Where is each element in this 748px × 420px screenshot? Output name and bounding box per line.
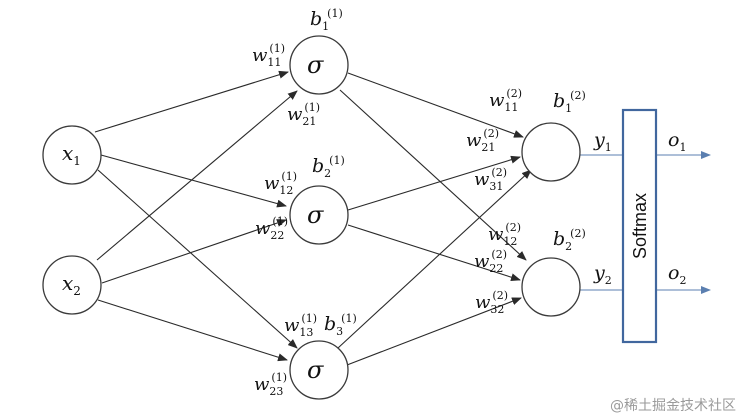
weight-w11-2: w11(2) <box>489 87 522 114</box>
edge-x2-h2 <box>101 219 287 284</box>
edge-h1-o2 <box>339 89 527 261</box>
edge-x1-h1 <box>94 70 289 133</box>
hidden-node-3: σ <box>289 340 349 400</box>
edge-x1-h2 <box>100 154 287 208</box>
label-o2: o2 <box>668 262 686 287</box>
edges-output <box>580 151 711 294</box>
bias-labels: b1(1) b2(1) b3(1) b1(2) b2(2) <box>310 7 586 338</box>
svg-text:x2: x2 <box>62 271 81 298</box>
weight-w11-1: w11(1) <box>252 42 285 69</box>
svg-text:x1: x1 <box>62 141 81 168</box>
output-node-2 <box>521 257 581 317</box>
weight-w13-1: w13(1) <box>284 312 317 339</box>
weight-w22-1: w22(1) <box>255 215 288 242</box>
softmax-label: Softmax <box>630 193 650 259</box>
weight-w32-2: w32(2) <box>475 289 508 316</box>
softmax-block: Softmax <box>621 108 658 344</box>
bias-label-b1-2: b1(2) <box>553 89 586 115</box>
edge-x2-h1 <box>96 90 298 261</box>
input-node-x2: x2 <box>42 255 102 315</box>
bias-label-b1-1: b1(1) <box>310 7 343 33</box>
edge-h1-o1 <box>347 72 524 138</box>
weight-w22-2: w22(2) <box>474 248 507 275</box>
bias-label-b2-1: b2(1) <box>312 154 345 180</box>
label-y1: y1 <box>593 129 612 154</box>
svg-text:σ: σ <box>307 201 324 229</box>
weight-w31-2: w31(2) <box>474 166 507 193</box>
svg-text:σ: σ <box>307 51 324 79</box>
edges-layer2 <box>337 72 532 366</box>
edge-h2-o2 <box>347 224 521 282</box>
edge-x1-h3 <box>97 169 298 349</box>
edges-layer1 <box>94 70 298 362</box>
weight-w21-1: w21(1) <box>287 101 320 128</box>
edge-x2-h3 <box>97 299 288 362</box>
weights-layer1: w11(1) w21(1) w12(1) w22(1) w13(1) w23(1… <box>252 42 320 398</box>
label-o1: o1 <box>668 129 686 154</box>
output-labels: y1 y2 o1 o2 <box>593 129 686 287</box>
weights-layer2: w11(2) w21(2) w31(2) w12(2) w22(2) w32(2… <box>466 87 522 316</box>
edge-h3-o1 <box>337 169 532 349</box>
edge-h3-o2 <box>346 297 522 366</box>
label-y2: y2 <box>593 262 612 287</box>
weight-w21-2: w21(2) <box>466 127 499 154</box>
input-node-x1: x1 <box>42 125 102 185</box>
weight-w12-2: w12(2) <box>488 221 521 248</box>
bias-label-b2-2: b2(2) <box>553 227 586 253</box>
edge-h2-o1 <box>347 155 521 211</box>
svg-text:σ: σ <box>307 356 324 384</box>
output-node-1 <box>521 122 581 182</box>
weight-w23-1: w23(1) <box>254 371 287 398</box>
weight-w12-1: w12(1) <box>264 170 297 197</box>
hidden-node-2: σ <box>289 185 349 245</box>
bias-label-b3-1: b3(1) <box>324 312 357 338</box>
watermark-text: @稀土掘金技术社区 <box>610 398 736 414</box>
hidden-node-1: σ <box>289 35 349 95</box>
